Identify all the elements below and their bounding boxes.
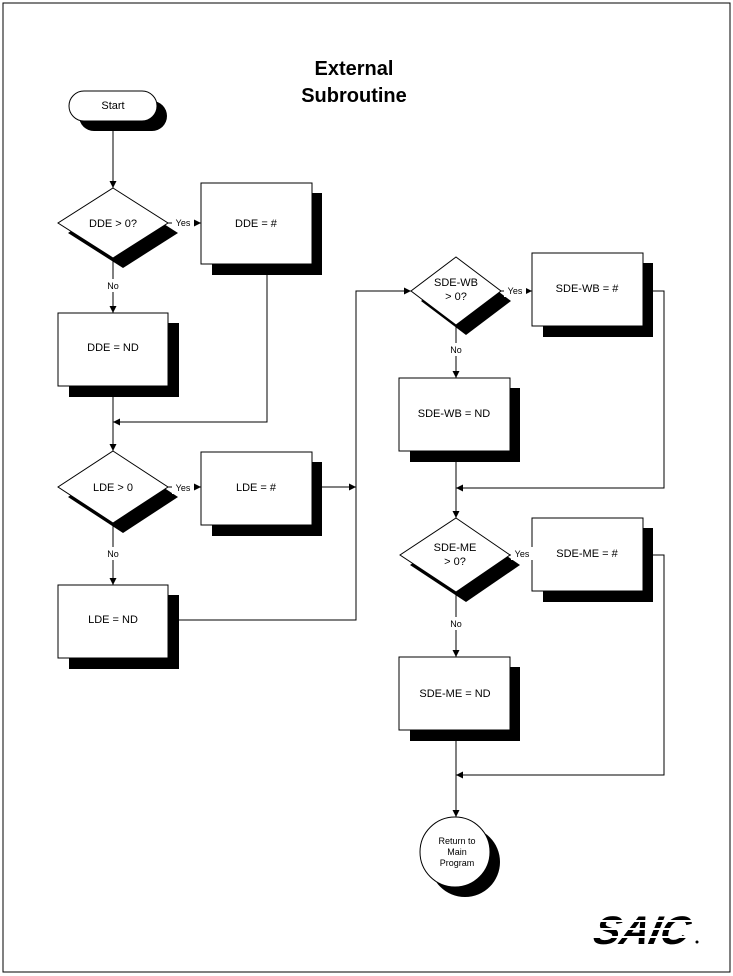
edge-label-lde-no: No xyxy=(104,547,122,560)
edge-label-lde-yes: Yes xyxy=(172,481,194,494)
sdewb-decision-label-line-1: SDE-WB xyxy=(434,277,478,289)
sdeme-assign-label: SDE-ME = # xyxy=(556,548,618,560)
lde-assign-label: LDE = # xyxy=(236,482,277,494)
dde-assign-label: DDE = # xyxy=(235,218,278,230)
return-label-line-3: Program xyxy=(440,858,475,868)
svg-text:Yes: Yes xyxy=(508,286,523,296)
svg-text:SAIC: SAIC xyxy=(590,907,696,952)
dde-assign-node: DDE = # xyxy=(200,182,322,275)
svg-text:Yes: Yes xyxy=(176,483,191,493)
sdewb-nd-label: SDE-WB = ND xyxy=(418,408,490,420)
sdewb-decision-node: SDE-WB > 0? xyxy=(410,256,511,335)
svg-text:No: No xyxy=(450,619,462,629)
svg-text:Yes: Yes xyxy=(515,549,530,559)
edge-label-sdeme-yes: Yes xyxy=(511,547,533,560)
return-label-line-1: Return to xyxy=(438,836,475,846)
lde-decision-node: LDE > 0 xyxy=(57,450,178,533)
dde-nd-node: DDE = ND xyxy=(57,312,179,397)
lde-nd-label: LDE = ND xyxy=(88,614,138,626)
edge-label-sdewb-no: No xyxy=(447,343,465,356)
lde-nd-node: LDE = ND xyxy=(57,584,179,669)
return-node: Return to Main Program xyxy=(419,816,500,897)
edge-label-dde-no: No xyxy=(104,279,122,292)
sdewb-decision-label-line-2: > 0? xyxy=(445,291,467,303)
sdeme-nd-label: SDE-ME = ND xyxy=(419,688,490,700)
dde-nd-label: DDE = ND xyxy=(87,342,139,354)
svg-text:Yes: Yes xyxy=(176,218,191,228)
diagram-title-line-2: Subroutine xyxy=(301,85,407,107)
edge-sdeme-assign-merge xyxy=(456,554,665,779)
svg-text:No: No xyxy=(450,345,462,355)
edge-sdewb-assign-merge xyxy=(456,290,665,492)
lde-decision-label: LDE > 0 xyxy=(93,482,133,494)
sdeme-nd-node: SDE-ME = ND xyxy=(398,656,520,741)
sdeme-decision-label-line-2: > 0? xyxy=(444,556,466,568)
return-label-line-2: Main xyxy=(447,847,467,857)
svg-text:No: No xyxy=(107,549,119,559)
sdeme-assign-node: SDE-ME = # xyxy=(531,517,653,602)
sdeme-decision-label-line-1: SDE-ME xyxy=(434,542,477,554)
lde-assign-node: LDE = # xyxy=(200,451,322,536)
edge-lde-nd-to-sdewb xyxy=(179,287,411,621)
dde-decision-node: DDE > 0? xyxy=(57,187,178,268)
sdewb-assign-node: SDE-WB = # xyxy=(531,252,653,337)
registered-mark-icon xyxy=(695,940,699,944)
edge-label-sdewb-yes: Yes xyxy=(504,284,526,297)
sdewb-assign-label: SDE-WB = # xyxy=(556,283,620,295)
edge-dde-assign-merge xyxy=(113,275,268,426)
svg-text:No: No xyxy=(107,281,119,291)
saic-logo: SAIC xyxy=(582,907,706,953)
sdewb-nd-node: SDE-WB = ND xyxy=(398,377,520,462)
start-node: Start xyxy=(68,90,167,131)
dde-decision-label: DDE > 0? xyxy=(89,218,137,230)
sdeme-decision-node: SDE-ME > 0? xyxy=(399,517,520,602)
diagram-title-line-1: External xyxy=(315,58,394,80)
start-label: Start xyxy=(101,100,124,112)
edge-label-sdeme-no: No xyxy=(447,617,465,630)
edge-label-dde-yes: Yes xyxy=(172,216,194,229)
